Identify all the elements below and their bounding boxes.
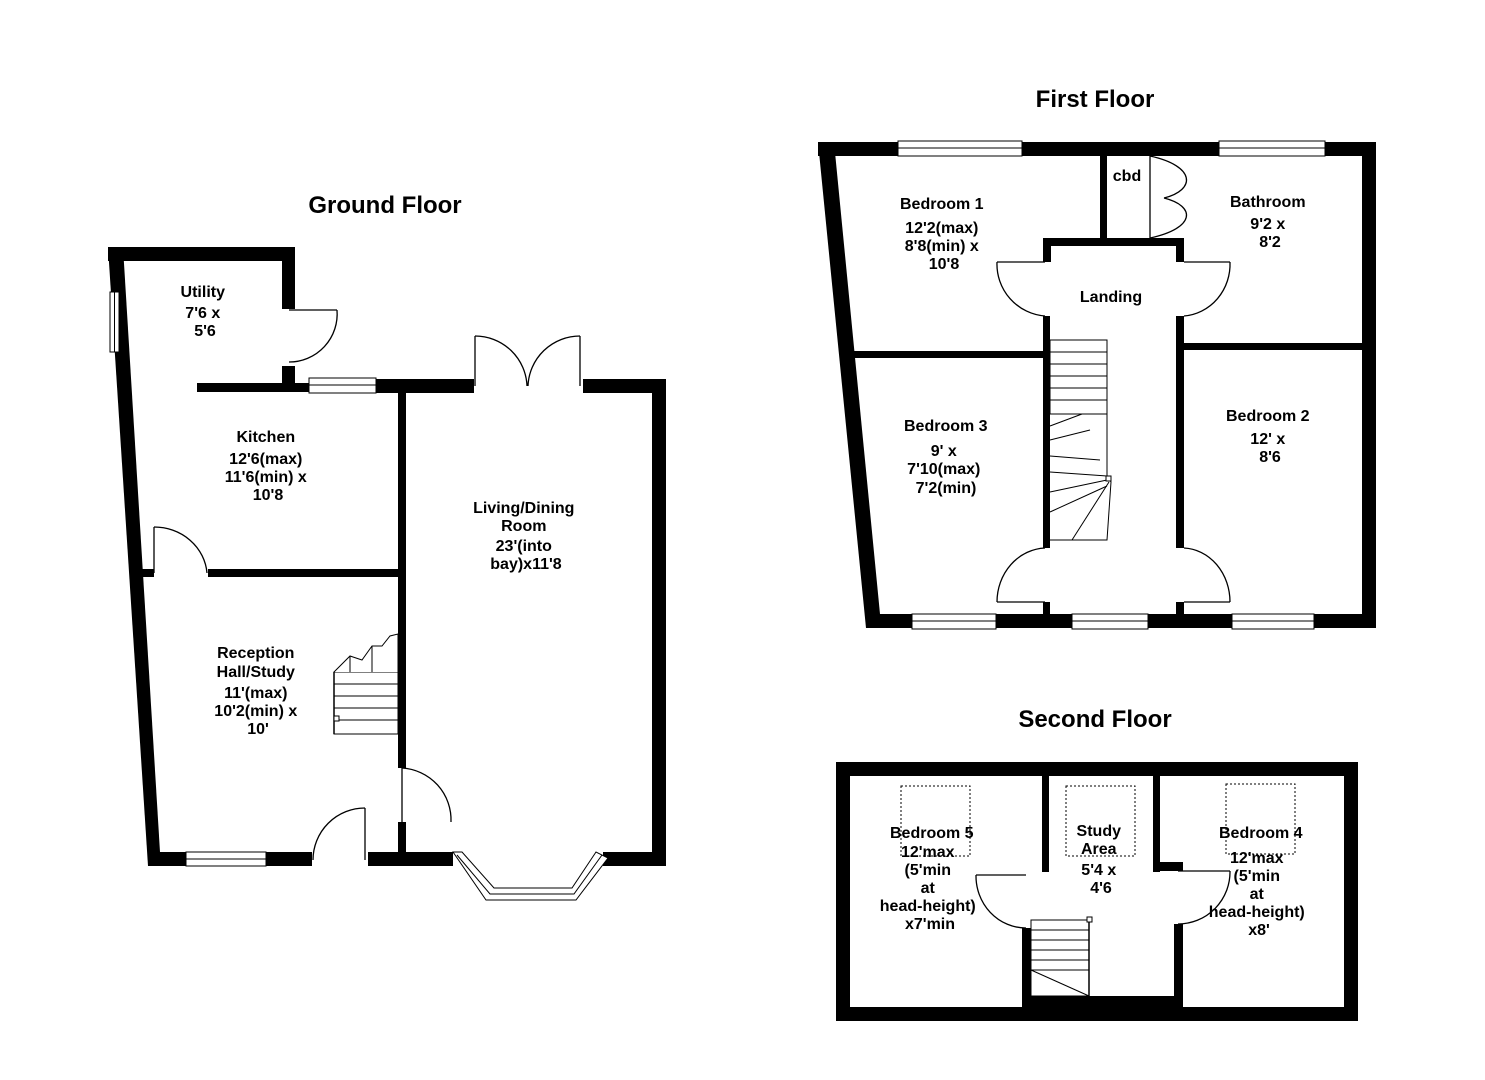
second-left-wall xyxy=(836,762,850,1021)
ground-floor-title: Ground Floor xyxy=(308,192,461,219)
bedroom4-label: Bedroom 4 12'max (5'min at head-height) … xyxy=(1209,825,1309,939)
stair-right-wall xyxy=(1174,924,1183,1021)
first-bottom-wall-a xyxy=(866,614,912,628)
living-partition-upper xyxy=(398,379,406,768)
bedroom3-label: Bedroom 3 9' x 7'10(max) 7'2(min) xyxy=(904,418,992,497)
utility-right-wall-upper xyxy=(282,247,295,309)
stair-left-wall xyxy=(1022,928,1031,1021)
study-right-wall xyxy=(1153,762,1160,872)
landing-left-wall-top xyxy=(1043,238,1051,262)
bathroom-door xyxy=(1183,261,1231,317)
bedroom1-door xyxy=(996,261,1046,317)
front-door xyxy=(312,807,366,861)
second-floor-title: Second Floor xyxy=(1018,706,1171,733)
bedroom4-skylight xyxy=(1225,783,1296,855)
front-wall-left xyxy=(148,852,186,866)
utility-door xyxy=(288,309,338,363)
first-bottom-wall-d xyxy=(1314,614,1376,628)
first-staircase xyxy=(1044,339,1112,541)
bedroom4-door xyxy=(1177,870,1231,925)
living-right-wall xyxy=(652,379,666,865)
living-top-wall xyxy=(583,379,666,393)
kitchen-reception-wall-stub xyxy=(140,569,154,577)
bathroom-bedroom2-wall xyxy=(1180,343,1370,350)
kitchen-label: Kitchen 12'6(max) 11'6(min) x 10'8 xyxy=(225,429,312,504)
study-right-return xyxy=(1153,862,1183,871)
bedroom3-door xyxy=(996,547,1046,603)
living-dining-label: Living/Dining Room 23'(into bay)x11'8 xyxy=(473,500,579,573)
bay-window xyxy=(452,851,609,901)
second-top-wall xyxy=(836,762,1358,776)
bedroom1-bedroom3-wall xyxy=(850,351,1046,358)
bedroom2-label: Bedroom 2 12' x 8'6 xyxy=(1226,408,1314,466)
first-floor-title: First Floor xyxy=(1036,86,1155,113)
second-floor: Second Floor xyxy=(836,706,1358,1021)
kitchen-reception-wall xyxy=(208,569,400,577)
cbd-wall xyxy=(1100,142,1107,240)
landing-label: Landing xyxy=(1080,289,1142,306)
second-right-wall xyxy=(1344,762,1358,1021)
first-left-wall xyxy=(818,142,880,628)
cbd-label: cbd xyxy=(1113,168,1141,185)
bedroom5-door xyxy=(975,874,1027,929)
study-area-label: Study Area 5'4 x 4'6 xyxy=(1077,823,1126,897)
first-floor: First Floor xyxy=(818,86,1376,630)
bedroom5-skylight xyxy=(900,785,971,857)
utility-label: Utility 7'6 x 5'6 xyxy=(181,284,230,340)
bedroom5-label: Bedroom 5 12'max (5'min at head-height) … xyxy=(880,825,980,933)
landing-right-wall xyxy=(1176,316,1184,548)
landing-top-wall xyxy=(1043,238,1183,246)
study-skylight xyxy=(1065,785,1136,857)
front-wall-mid xyxy=(266,852,312,866)
first-floor-walls xyxy=(818,142,1376,628)
ground-left-wall xyxy=(108,247,160,866)
front-wall-right xyxy=(368,852,453,866)
first-bottom-wall-b xyxy=(996,614,1072,628)
study-left-wall xyxy=(1042,762,1049,872)
cbd-doors xyxy=(1149,155,1188,239)
landing-right-wall-bottom xyxy=(1176,602,1184,628)
stair-bottom-wall xyxy=(1022,996,1183,1007)
ground-floor-walls xyxy=(108,247,666,866)
ground-floor: Ground Floor xyxy=(108,192,666,901)
landing-right-wall-top xyxy=(1176,238,1184,262)
reception-hall-label: Reception Hall/Study 11'(max) 10'2(min) … xyxy=(214,645,301,738)
first-right-wall xyxy=(1362,142,1376,628)
living-partition-lower xyxy=(398,822,406,866)
living-door xyxy=(401,767,452,823)
kitchen-door xyxy=(153,526,208,574)
first-bottom-wall-c xyxy=(1148,614,1232,628)
bedroom1-label: Bedroom 1 12'2(max) 8'8(min) x 10'8 xyxy=(900,196,988,273)
first-top-wall-a xyxy=(818,142,898,156)
second-bottom-wall xyxy=(836,1007,1358,1021)
utility-top-wall xyxy=(108,247,295,261)
living-front-wall xyxy=(603,852,666,866)
bedroom2-door xyxy=(1183,547,1231,603)
kitchen-top-wall xyxy=(376,379,474,393)
french-doors xyxy=(474,335,581,387)
bathroom-label: Bathroom 9'2 x 8'2 xyxy=(1230,194,1310,251)
landing-left-wall-bottom xyxy=(1043,602,1050,628)
ground-staircase xyxy=(333,633,399,735)
second-floor-walls xyxy=(836,762,1358,1021)
second-staircase xyxy=(1030,916,1093,997)
first-top-wall-b xyxy=(1022,142,1219,156)
utility-kitchen-wall xyxy=(197,383,309,392)
